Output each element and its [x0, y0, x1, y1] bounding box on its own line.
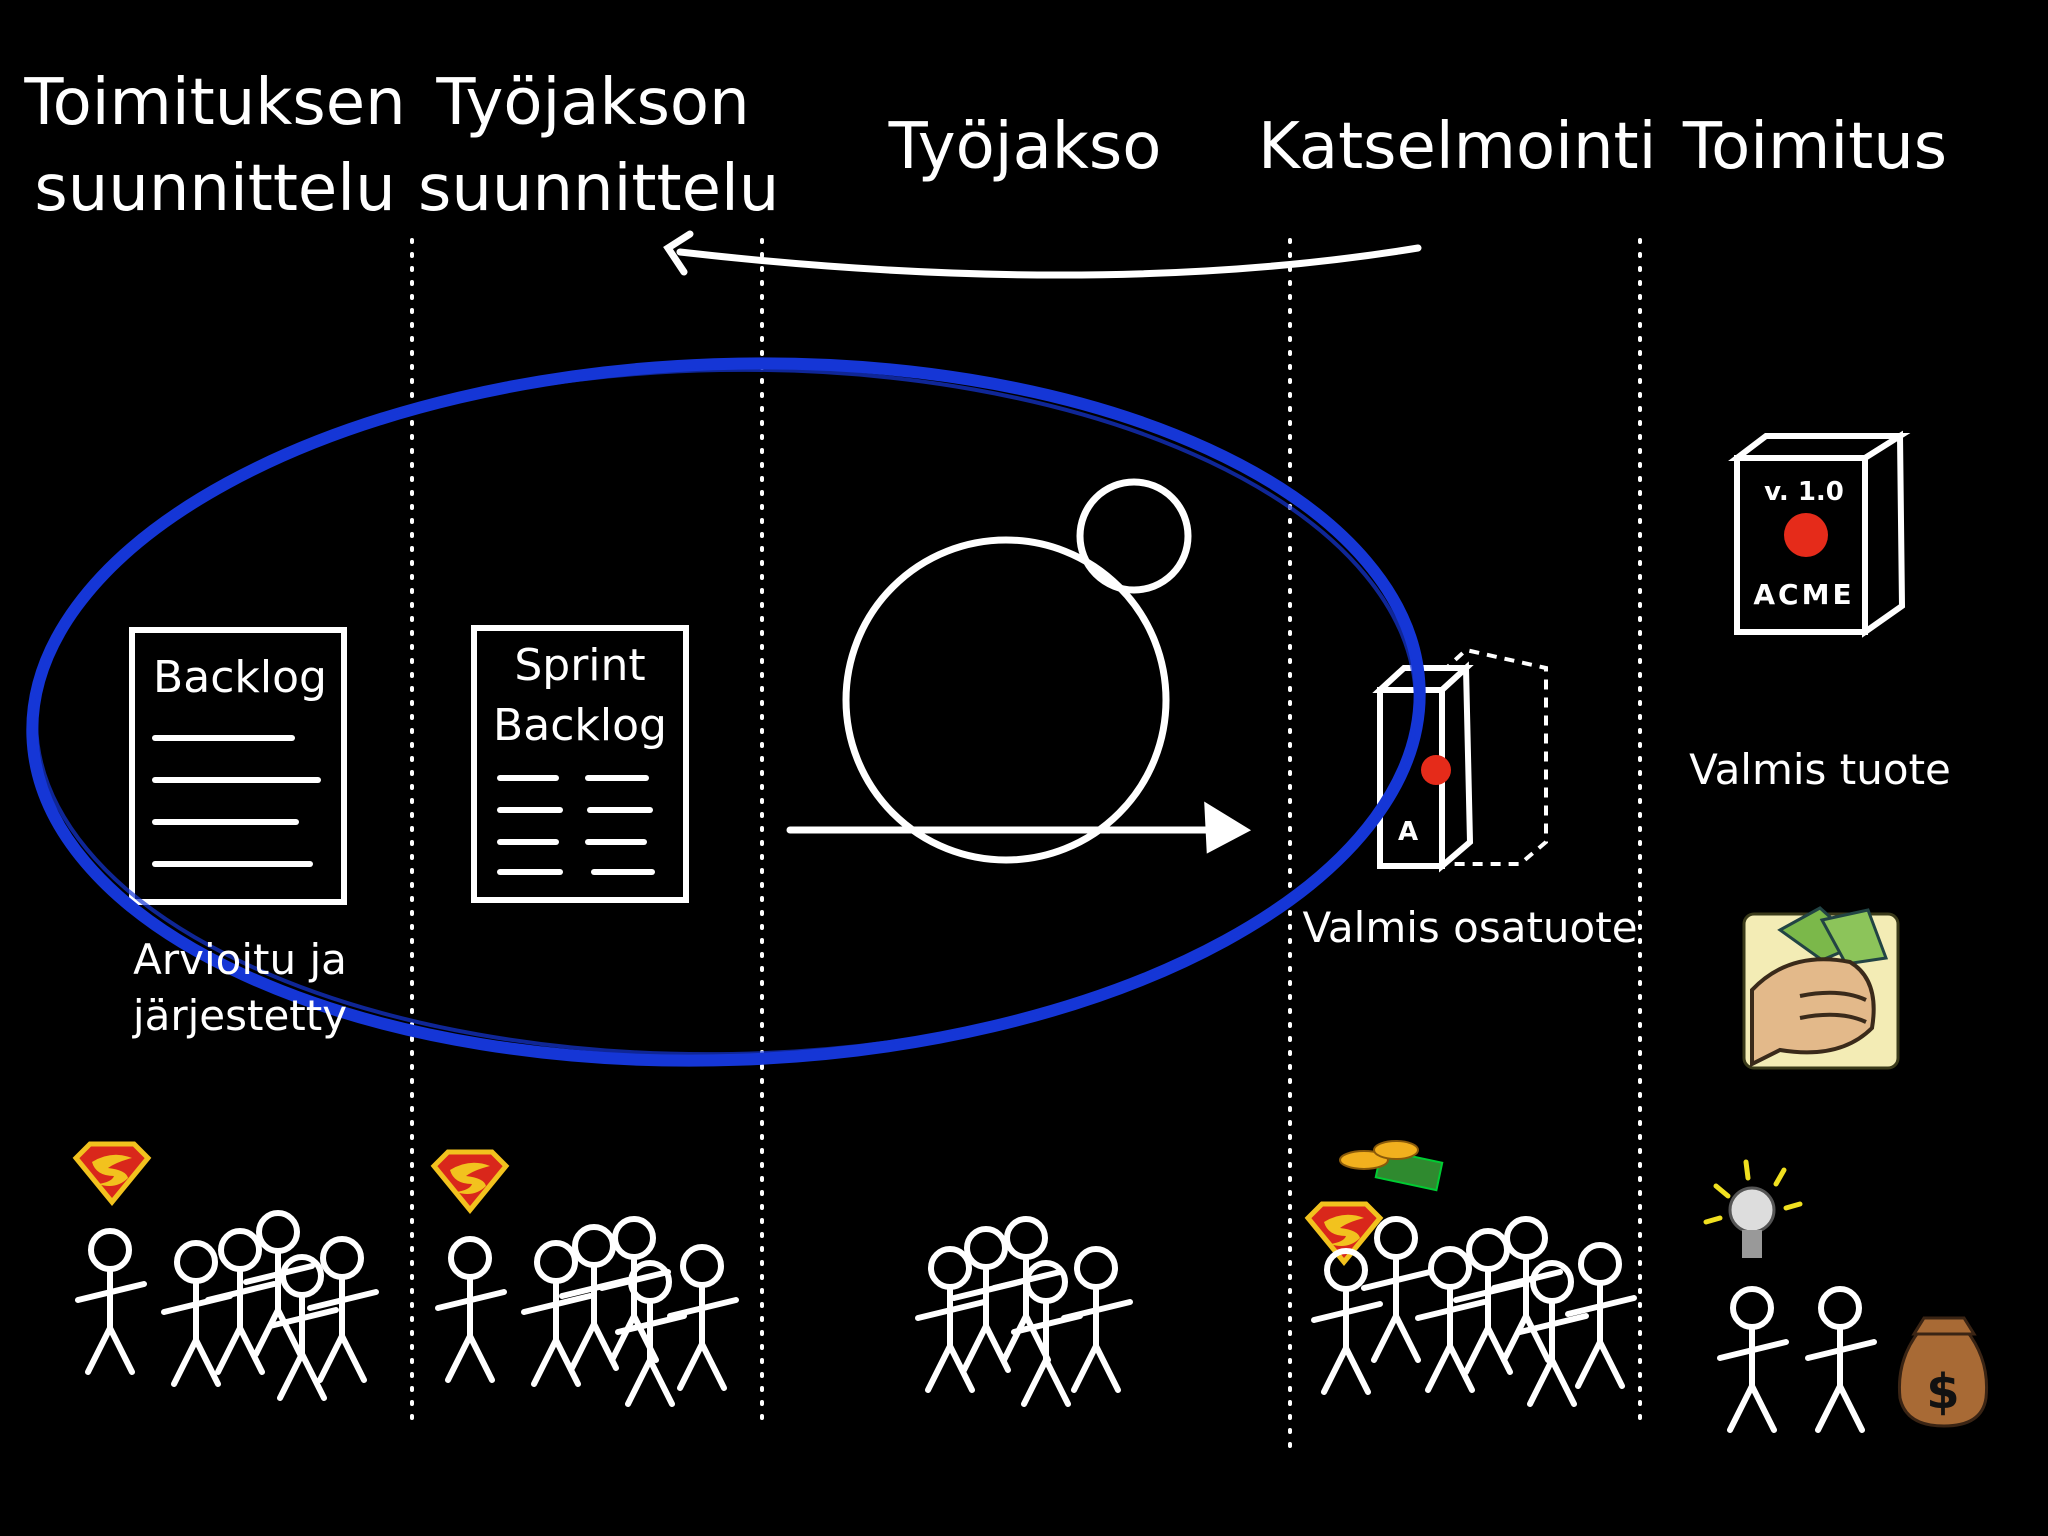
caption-product: Valmis tuote: [1689, 745, 1951, 794]
header-sprint: Työjakso: [888, 110, 1162, 184]
backlog-title: Backlog: [153, 652, 327, 703]
header-release: Toimitus: [1682, 110, 1948, 184]
caption-increment: Valmis osatuote: [1302, 903, 1638, 952]
highlight-ellipse: [26, 357, 1426, 1067]
superman-logo-icon: [434, 1152, 506, 1210]
feedback-arrow: [663, 230, 1422, 279]
sprint-backlog-title-1: Sprint: [514, 640, 645, 691]
header-sprint-planning-line2: suunnittelu: [418, 152, 780, 226]
team-release-planning: [78, 1213, 376, 1398]
lightbulb-icon: [1703, 1159, 1803, 1258]
sprint-cycle-icon: [786, 478, 1252, 864]
product-brand: ACME: [1753, 578, 1854, 611]
backlog-document: Backlog: [129, 627, 347, 905]
sprint-backlog-document: Sprint Backlog: [471, 625, 689, 903]
sprint-backlog-title-2: Backlog: [493, 700, 667, 751]
money-bag-icon: $: [1897, 1316, 1989, 1428]
product-version: v. 1.0: [1764, 477, 1844, 507]
header-release-planning-line2: suunnittelu: [34, 152, 396, 226]
header-review: Katselmointi: [1258, 110, 1657, 184]
team-review: [1314, 1219, 1634, 1404]
team-sprint-planning: [438, 1219, 736, 1404]
team-release: [1720, 1289, 1874, 1430]
product-box-icon: v. 1.0 ACME: [1728, 430, 1911, 638]
svg-text:$: $: [1926, 1364, 1959, 1420]
increment-box-letter: A: [1398, 817, 1418, 847]
team-sprint: [918, 1219, 1130, 1404]
header-sprint-planning-line1: Työjakson: [436, 66, 750, 140]
header-sprint-planning: Työjakson suunnittelu: [418, 60, 780, 232]
caption-backlog-line2: järjestetty: [132, 991, 348, 1040]
caption-backlog-line1: Arvioitu ja: [133, 935, 347, 984]
coins-icon: [1339, 1140, 1444, 1192]
caption-backlog: Arvioitu ja järjestetty: [110, 932, 370, 1044]
column-dividers: [410, 238, 1642, 1452]
superman-logo-icon: [76, 1144, 148, 1202]
header-release-planning: Toimituksen suunnittelu: [20, 60, 410, 232]
cash-fist-icon: [1742, 906, 1900, 1070]
header-release-planning-line1: Toimituksen: [24, 66, 406, 140]
